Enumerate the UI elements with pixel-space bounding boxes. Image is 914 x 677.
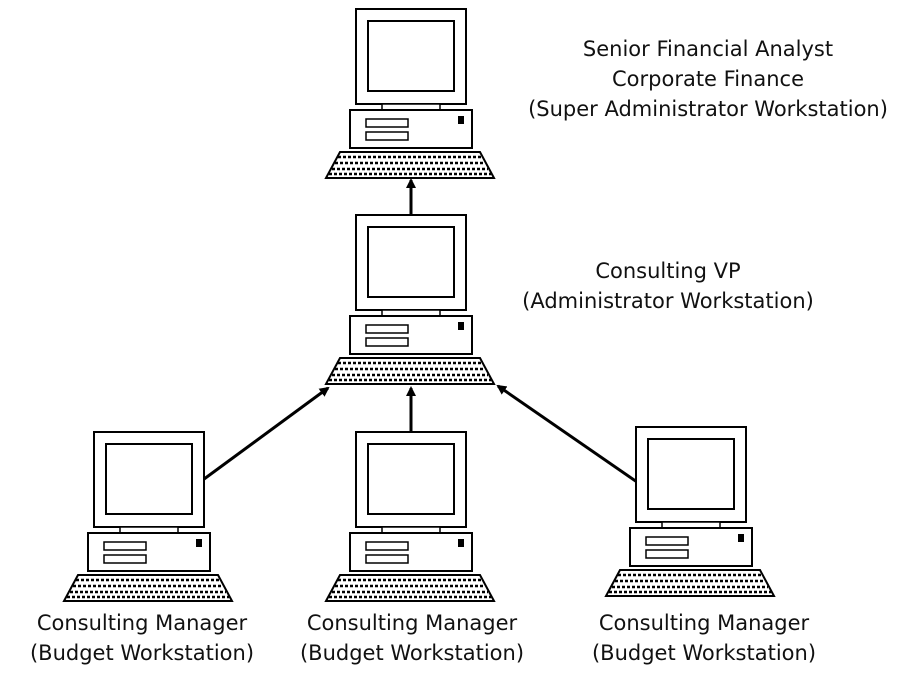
super-admin-department: Corporate Finance <box>612 67 804 91</box>
budget-mid-title: Consulting Manager <box>306 611 518 635</box>
budget-left-role: (Budget Workstation) <box>29 641 255 665</box>
connector-left-to-admin <box>199 386 330 484</box>
admin-title: Consulting VP <box>595 259 741 283</box>
budget-left-title: Consulting Manager <box>36 611 248 635</box>
connector-right-to-admin <box>496 384 638 484</box>
budget-mid-label: Consulting Manager (Budget Workstation) <box>272 608 552 668</box>
super-admin-role: (Super Administrator Workstation) <box>528 97 888 121</box>
budget-mid-role: (Budget Workstation) <box>299 641 525 665</box>
admin-label: Consulting VP (Administrator Workstation… <box>498 256 838 316</box>
super-admin-label: Senior Financial Analyst Corporate Finan… <box>508 34 908 124</box>
budget-workstation-mid-icon <box>324 430 496 603</box>
budget-workstation-right-icon <box>604 425 776 598</box>
budget-workstation-left-icon <box>62 430 234 603</box>
budget-right-role: (Budget Workstation) <box>591 641 817 665</box>
admin-workstation-icon <box>324 213 496 386</box>
admin-role: (Administrator Workstation) <box>522 289 814 313</box>
super-admin-title: Senior Financial Analyst <box>582 37 834 61</box>
budget-left-label: Consulting Manager (Budget Workstation) <box>2 608 282 668</box>
budget-right-label: Consulting Manager (Budget Workstation) <box>564 608 844 668</box>
budget-right-title: Consulting Manager <box>598 611 810 635</box>
super-admin-workstation-icon <box>324 7 496 180</box>
